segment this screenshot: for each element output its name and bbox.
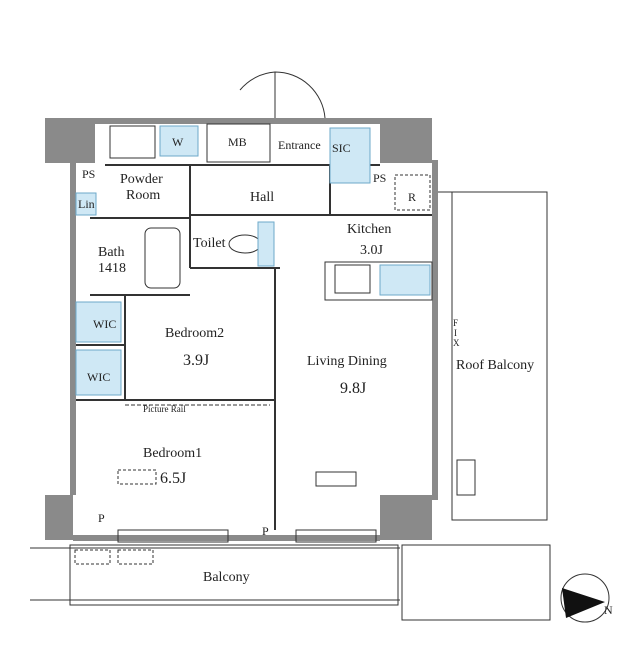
roof-balcony-label: Roof Balcony bbox=[456, 358, 534, 373]
powder-room-line2: Room bbox=[126, 188, 160, 203]
fix-f: F bbox=[453, 318, 458, 328]
ps-left-label: PS bbox=[82, 167, 95, 181]
compass-icon bbox=[560, 573, 610, 623]
wic-top-label: WIC bbox=[93, 317, 116, 331]
lin-label: Lin bbox=[78, 197, 95, 211]
fixtures bbox=[30, 123, 551, 621]
living-dining-label: Living Dining bbox=[307, 354, 387, 369]
p-left-label: P bbox=[98, 511, 105, 525]
north-label: N bbox=[604, 603, 613, 617]
fix-x: X bbox=[453, 338, 460, 348]
refrigerator-label: R bbox=[408, 190, 416, 204]
bath-size: 1418 bbox=[98, 261, 126, 276]
washer-label: W bbox=[172, 135, 184, 149]
fix-i: I bbox=[454, 328, 457, 338]
mb-label: MB bbox=[228, 135, 247, 149]
entrance-door bbox=[239, 71, 326, 119]
balcony-label: Balcony bbox=[203, 570, 250, 585]
kitchen-label: Kitchen bbox=[347, 222, 391, 237]
interior-walls bbox=[76, 164, 432, 530]
bedroom1-size: 6.5J bbox=[160, 470, 186, 487]
structural-walls bbox=[45, 118, 438, 541]
toilet-label: Toilet bbox=[193, 236, 226, 251]
powder-room-line1: Powder bbox=[120, 172, 163, 187]
bedroom2-size: 3.9J bbox=[183, 352, 209, 369]
bedroom1-label: Bedroom1 bbox=[143, 446, 202, 461]
picture-rail-label: Picture Rail bbox=[143, 404, 186, 414]
wic-bottom-label: WIC bbox=[87, 370, 110, 384]
living-dining-size: 9.8J bbox=[340, 380, 366, 397]
ps-right-label: PS bbox=[373, 171, 386, 185]
powder-room-label: Powder Room bbox=[120, 172, 166, 203]
sic-label: SIC bbox=[332, 141, 351, 155]
kitchen-size: 3.0J bbox=[360, 243, 384, 258]
bedroom2-label: Bedroom2 bbox=[165, 326, 224, 341]
room-labels: PS Powder Room W MB Entrance SIC PS Hall… bbox=[78, 135, 613, 617]
bath-label: Bath bbox=[98, 245, 124, 260]
fix-label: F I X bbox=[453, 318, 460, 348]
entrance-label: Entrance bbox=[278, 138, 321, 152]
p-bottom-label: P bbox=[262, 524, 269, 538]
hall-label: Hall bbox=[250, 190, 274, 205]
